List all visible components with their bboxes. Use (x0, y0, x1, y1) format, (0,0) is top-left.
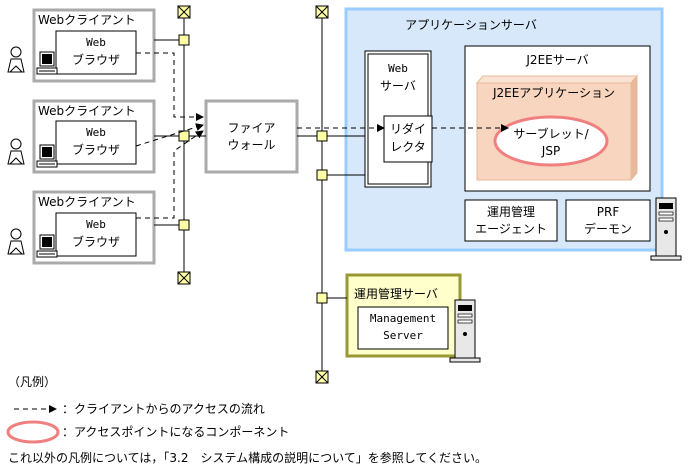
access-flow-2 (135, 123, 204, 147)
servlet-highlight-oval (493, 115, 609, 167)
client-title-3: Webクライアント (38, 195, 136, 209)
mgmt-server-title: 運用管理サーバ (354, 287, 438, 301)
redirector-box (383, 115, 433, 163)
mgmt-server-box (357, 306, 449, 350)
browser-box-3 (55, 212, 137, 257)
legend-arrow-label: ：クライアントからのアクセスの流れ (62, 402, 265, 416)
browser-label-1: ブラウザ (71, 53, 120, 67)
legend-oval-label: ：アクセスポイントになるコンポーネント (62, 425, 290, 439)
redirector-line-1: リダイ (389, 122, 426, 136)
web-server-line-2: サーバ (380, 79, 416, 93)
legend-title: （凡例） (8, 375, 57, 389)
legend-oval (6, 420, 60, 444)
hub (178, 34, 190, 46)
mgmt-box-line-2: Server (383, 329, 423, 342)
browser-web-3: Web (86, 218, 106, 231)
app-server-icon (650, 197, 682, 261)
j2ee-server-title: J2EEサーバ (526, 53, 589, 67)
browser-box-1 (55, 30, 137, 75)
mgmt-box-line-1: Management (369, 312, 437, 325)
redirector-line-2: レクタ (390, 140, 426, 154)
hub (316, 292, 328, 304)
agent-line-2: エージェント (475, 222, 547, 236)
prf-line-1: PRF (596, 205, 620, 219)
firewall-box (204, 99, 299, 174)
firewall-line-2: ウォール (227, 138, 276, 152)
access-flow-3 (136, 130, 204, 219)
prf-box (565, 199, 651, 242)
j2ee-app-title: J2EEアプリケーション (492, 86, 616, 100)
browser-box-2 (55, 120, 137, 165)
agent-box (464, 199, 558, 242)
hub (316, 169, 328, 181)
client-title-2: Webクライアント (38, 104, 136, 118)
browser-label-2: ブラウザ (71, 143, 120, 157)
web-server-line-1: Web (388, 62, 408, 75)
client-title-1: Webクライアント (38, 13, 136, 27)
hub (178, 130, 190, 142)
app-server-title: アプリケーションサーバ (405, 18, 537, 32)
servlet-line-1: サーブレット/ (513, 127, 589, 141)
prf-line-2: デーモン (583, 222, 632, 236)
hub (178, 219, 190, 231)
browser-web-2: Web (86, 126, 106, 139)
firewall-line-1: ファイア (227, 121, 276, 135)
browser-label-3: ブラウザ (71, 235, 120, 249)
hub (316, 130, 328, 142)
legend-note: これ以外の凡例については，「3.2 システム構成の説明について」を参照してくださ… (8, 451, 488, 465)
browser-web-1: Web (86, 36, 106, 49)
agent-line-1: 運用管理 (486, 205, 535, 219)
mgmt-server-icon (449, 299, 481, 363)
access-flow-1 (136, 52, 204, 121)
servlet-line-2: JSP (541, 144, 561, 158)
